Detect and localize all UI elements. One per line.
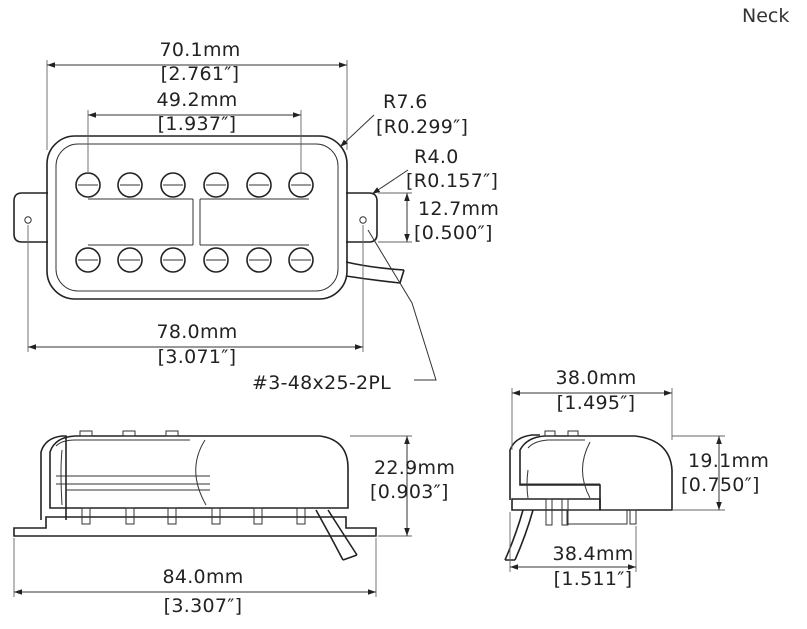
pole-spacing-mm: 49.2mm [156,89,237,111]
dim-inner-radius: R4.0 [R0.157″] [371,146,498,195]
end-lead-wire [504,509,534,561]
end-top-width-mm: 38.0mm [555,367,636,389]
end-pole-heads [544,430,579,437]
end-bottom-block [566,509,628,525]
overall-width-in: [2.761″] [161,63,240,85]
side-lead-wire [315,509,358,561]
pole-piece [246,247,272,273]
pole-piece [117,172,143,198]
end-bobbin [520,439,600,499]
pole-pieces-top-row [75,172,314,198]
pole-piece [160,172,186,198]
pole-spacing-in: [1.937″] [158,113,237,135]
right-mounting-hole [359,216,367,224]
dim-end-bottom-width: 38.4mm [1.511″] [509,512,637,590]
end-top-width-in: [1.495″] [557,392,636,414]
pole-piece [203,247,229,273]
end-height-mm: 19.1mm [688,450,769,472]
top-view: 70.1mm [2.761″] 49.2mm [1.937″] R7.6 [R0… [13,39,499,394]
dim-end-height: 19.1mm [0.750″] [672,435,769,511]
outer-radius-in: [R0.299″] [376,116,468,138]
dim-side-length: 84.0mm [3.307″] [13,538,377,617]
side-height-in: [0.903″] [370,481,449,503]
dim-mounting-width: 78.0mm [3.071″] [27,225,364,368]
end-riser [509,434,540,500]
pole-piece [288,172,314,198]
side-base-plate [13,516,377,537]
inner-radius-mm: R4.0 [414,146,459,168]
overall-width-mm: 70.1mm [159,39,240,61]
end-bottom-width-mm: 38.4mm [552,543,633,565]
outer-radius-mm: R7.6 [383,91,428,113]
dim-end-top-width: 38.0mm [1.495″] [511,367,673,450]
side-pole-heads [79,430,179,437]
side-bobbin [55,439,210,506]
left-mounting-ear [13,192,48,243]
end-cover [519,435,673,511]
ear-height-in: [0.500″] [414,222,493,244]
pickup-cover-outline [46,135,348,300]
pole-pieces-bottom-row [75,247,314,273]
dim-ear-height: 12.7mm [0.500″] [378,192,499,244]
screw-spec: #3-48x25-2PL [252,372,391,394]
pole-piece [117,247,143,273]
pole-piece [288,247,314,273]
mounting-width-mm: 78.0mm [156,321,237,343]
pole-piece [246,172,272,198]
lead-wire [345,261,405,284]
side-length-in: [3.307″] [164,595,243,617]
center-bobbin-split [88,198,309,246]
side-cover [49,435,349,509]
side-screws [81,507,306,525]
dim-overall-width: 70.1mm [2.761″] [46,39,348,150]
inner-radius-in: [R0.157″] [406,170,498,192]
side-height-mm: 22.9mm [374,457,455,479]
position-label: Neck [742,5,789,27]
end-height-in: [0.750″] [681,474,760,496]
pickup-cover-inner-outline [55,143,339,292]
dim-side-height: 22.9mm [0.903″] [350,435,455,537]
screw-spec-callout: #3-48x25-2PL [252,229,437,394]
end-base-plate [511,498,601,511]
mounting-width-in: [3.071″] [158,346,237,368]
end-bottom-width-in: [1.511″] [554,568,633,590]
pole-piece [160,247,186,273]
side-view: 22.9mm [0.903″] 84.0mm [3.307″] [13,430,455,617]
ear-height-mm: 12.7mm [418,198,499,220]
side-baseplate-riser [40,435,67,520]
side-length-mm: 84.0mm [162,566,243,588]
end-view: 38.0mm [1.495″] 19.1mm [0.750″] 38.4mm [… [504,367,769,590]
left-mounting-hole [24,216,32,224]
pole-piece [75,172,101,198]
dim-outer-radius: R7.6 [R0.299″] [339,91,468,148]
dim-pole-spacing: 49.2mm [1.937″] [87,89,302,173]
pole-piece [75,247,101,273]
pole-piece [203,172,229,198]
